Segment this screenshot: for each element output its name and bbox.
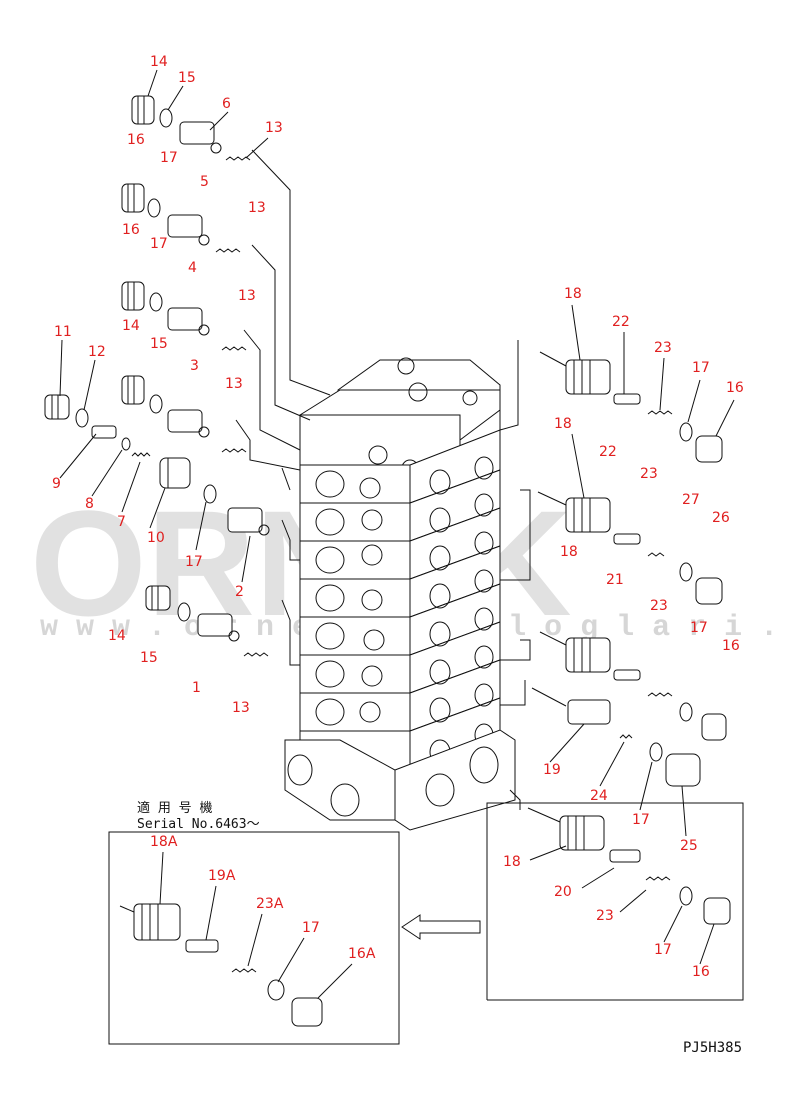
part-label: 13 [248, 200, 266, 216]
part-label: 18 [554, 416, 572, 432]
left-parts [44, 95, 270, 657]
right-parts [531, 351, 727, 787]
part-label: 23 [650, 598, 668, 614]
part-label: 10 [147, 530, 165, 546]
part-label: 14 [108, 628, 126, 644]
part-label: 16A [348, 946, 376, 962]
part-label: 17 [692, 360, 710, 376]
part-label: 15 [140, 650, 158, 666]
part-label: 17 [302, 920, 320, 936]
part-label: 18 [564, 286, 582, 302]
label-leaders [59, 69, 735, 999]
drawing-code: PJ5H385 [683, 1040, 742, 1056]
part-label: 27 [682, 492, 700, 508]
part-label: 19A [208, 868, 236, 884]
part-label: 17 [690, 620, 708, 636]
part-label: 23 [596, 908, 614, 924]
part-label: 16 [726, 380, 744, 396]
part-label: 2 [235, 584, 244, 600]
part-label: 8 [85, 496, 94, 512]
part-label: 16 [692, 964, 710, 980]
left-inset [108, 831, 400, 1045]
part-label: 11 [54, 324, 72, 340]
valve-block [284, 357, 516, 831]
part-label: 18 [560, 544, 578, 560]
right-inset [486, 802, 744, 1001]
part-label: 25 [680, 838, 698, 854]
part-label: 16 [722, 638, 740, 654]
part-label: 23 [640, 466, 658, 482]
part-label: 21 [606, 572, 624, 588]
part-label: 23 [654, 340, 672, 356]
part-label: 6 [222, 96, 231, 112]
part-label: 12 [88, 344, 106, 360]
part-label: 17 [150, 236, 168, 252]
part-label: 4 [188, 260, 197, 276]
leader-lines [235, 149, 531, 810]
part-label: 13 [238, 288, 256, 304]
part-label: 22 [612, 314, 630, 330]
part-label: 1 [192, 680, 201, 696]
part-label: 13 [265, 120, 283, 136]
part-label: 5 [200, 174, 209, 190]
part-label: 15 [150, 336, 168, 352]
part-label: 19 [543, 762, 561, 778]
part-label: 16 [122, 222, 140, 238]
part-label: 23A [256, 896, 284, 912]
part-label: 13 [232, 700, 250, 716]
part-label: 17 [160, 150, 178, 166]
serial-note-line1: 適 用 号 機 [137, 800, 212, 816]
part-label: 17 [185, 554, 203, 570]
part-label: 18 [503, 854, 521, 870]
part-label: 22 [599, 444, 617, 460]
part-label: 16 [127, 132, 145, 148]
part-label: 24 [590, 788, 608, 804]
serial-note-line2: Serial No.6463～ [137, 817, 260, 832]
arrow-icon [401, 914, 481, 940]
part-label: 17 [654, 942, 672, 958]
part-label: 17 [632, 812, 650, 828]
part-label: 14 [122, 318, 140, 334]
part-label: 26 [712, 510, 730, 526]
part-label: 13 [225, 376, 243, 392]
part-label: 14 [150, 54, 168, 70]
part-label: 7 [117, 514, 126, 530]
part-label: 15 [178, 70, 196, 86]
part-label: 18A [150, 834, 178, 850]
part-label: 20 [554, 884, 572, 900]
part-label: 9 [52, 476, 61, 492]
part-label: 3 [190, 358, 199, 374]
part-labels: 14 15 6 13 16 17 5 13 16 17 4 13 11 12 1… [52, 54, 744, 980]
